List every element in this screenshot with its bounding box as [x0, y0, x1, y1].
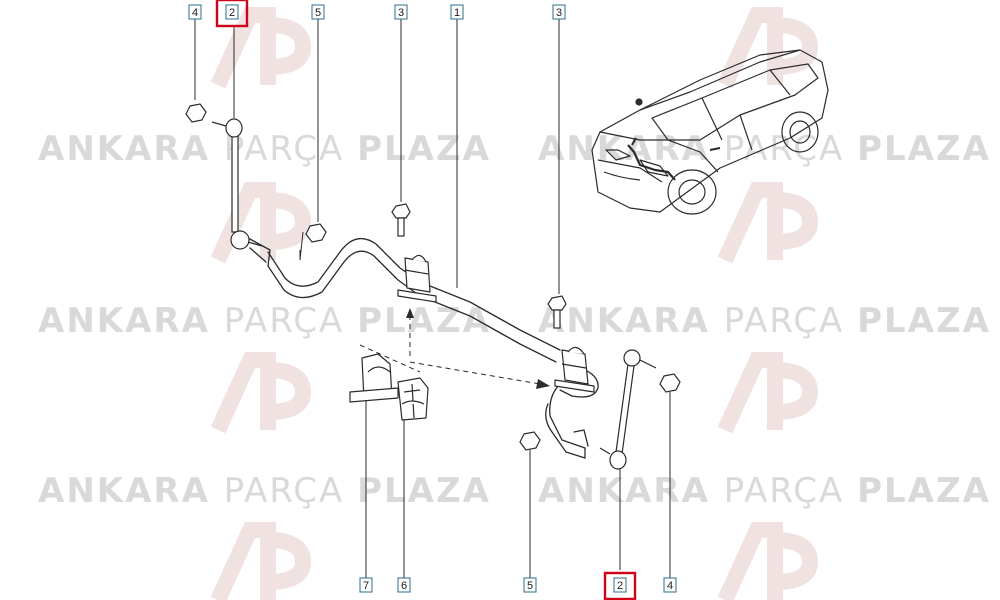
watermark-word-2: PARÇA: [724, 471, 857, 511]
watermark-logo: [717, 7, 819, 89]
watermark-logo: [717, 182, 819, 264]
watermark-text: ANKARA PARÇA PLAZA: [538, 471, 991, 511]
callout-box: [394, 4, 408, 20]
callout-c3b: 3: [552, 4, 566, 20]
callout-number: 6: [401, 580, 407, 592]
callout-number: 1: [454, 7, 460, 19]
callout-box: [359, 577, 373, 593]
nut-right-lower: [519, 431, 541, 451]
bar-bushing-right: [554, 346, 595, 393]
watermark-logos: [210, 7, 819, 600]
car-illustration: [591, 49, 829, 215]
watermark-word-1: ANKARA: [538, 301, 724, 341]
callout-box: [311, 4, 325, 20]
link-rod-left: [211, 118, 263, 250]
callout-number: 7: [363, 580, 369, 592]
watermark-word-3: PLAZA: [357, 471, 491, 511]
callout-c7: 7: [359, 577, 373, 593]
callout-c6: 6: [397, 577, 411, 593]
callout-box: [188, 4, 202, 20]
callout-c4b: 4: [663, 577, 677, 593]
bushing-part-6: [397, 377, 429, 421]
watermark-text: ANKARA PARÇA PLAZA: [38, 301, 491, 341]
callout-c1: 1: [450, 4, 464, 20]
callout-c5b: 5: [523, 577, 537, 593]
callout-c3a: 3: [394, 4, 408, 20]
callout-box: [552, 4, 566, 20]
watermark-logo: [210, 182, 312, 264]
nut-left-bar: [305, 223, 327, 243]
callout-c2b: 2: [603, 571, 637, 600]
watermark-word-2: PARÇA: [224, 471, 357, 511]
nut-left-upper: [185, 103, 207, 123]
callout-box: [450, 4, 464, 20]
bar-bushing-left: [397, 254, 437, 303]
watermark-word-1: ANKARA: [538, 471, 724, 511]
watermark-logo: [717, 522, 819, 600]
watermark-word-2: PARÇA: [224, 301, 357, 341]
watermark-text: ANKARA PARÇA PLAZA: [538, 129, 991, 169]
watermark-word-2: PARÇA: [224, 129, 357, 169]
leader-lines: [194, 18, 671, 578]
watermark-logo: [717, 352, 819, 434]
callout-labels: 4 2 5 3 1 3 7 6 5 2 4: [188, 0, 677, 600]
callout-number: 2: [617, 580, 623, 592]
stabilizer-bar: [247, 237, 599, 459]
watermark-logo: [210, 522, 312, 600]
callout-c2a: 2: [215, 0, 249, 28]
callout-number: 2: [229, 7, 235, 19]
callout-box: [397, 577, 411, 593]
watermark-word-1: ANKARA: [38, 301, 224, 341]
nut-right-upper: [659, 373, 681, 393]
watermark-text: ANKARA PARÇA PLAZA: [38, 129, 491, 169]
callout-highlight-frame: [215, 0, 249, 28]
watermark-word-1: ANKARA: [38, 129, 224, 169]
callout-box: [523, 577, 537, 593]
callout-highlight-frame: [603, 571, 637, 600]
watermark-word-3: PLAZA: [857, 471, 991, 511]
watermark-word-3: PLAZA: [857, 129, 991, 169]
callout-box: [613, 577, 627, 593]
bolt-right: [547, 295, 567, 329]
watermark-logo: [210, 352, 312, 434]
watermark-text: ANKARA PARÇA PLAZA: [538, 301, 991, 341]
watermark-text: ANKARA PARÇA PLAZA: [38, 471, 491, 511]
assembly-arrows: [406, 308, 550, 389]
callout-number: 3: [398, 7, 404, 19]
link-rod-right: [599, 349, 657, 470]
callout-c5a: 5: [311, 4, 325, 20]
callout-box: [663, 577, 677, 593]
watermark-word-2: PARÇA: [724, 129, 857, 169]
callout-number: 4: [667, 580, 673, 592]
callout-c4a: 4: [188, 4, 202, 20]
watermark-word-2: PARÇA: [724, 301, 857, 341]
callout-number: 5: [527, 580, 533, 592]
callout-number: 4: [192, 7, 198, 19]
callout-box: [225, 4, 239, 20]
bolt-left: [391, 203, 411, 237]
watermark-word-3: PLAZA: [857, 301, 991, 341]
callout-number: 3: [556, 7, 562, 19]
watermark-word-1: ANKARA: [38, 471, 224, 511]
assembly-lines: [359, 315, 541, 385]
watermark-word-3: PLAZA: [357, 301, 491, 341]
bushing-part-7: [349, 353, 399, 403]
watermark-word-3: PLAZA: [357, 129, 491, 169]
callout-number: 5: [315, 7, 321, 19]
